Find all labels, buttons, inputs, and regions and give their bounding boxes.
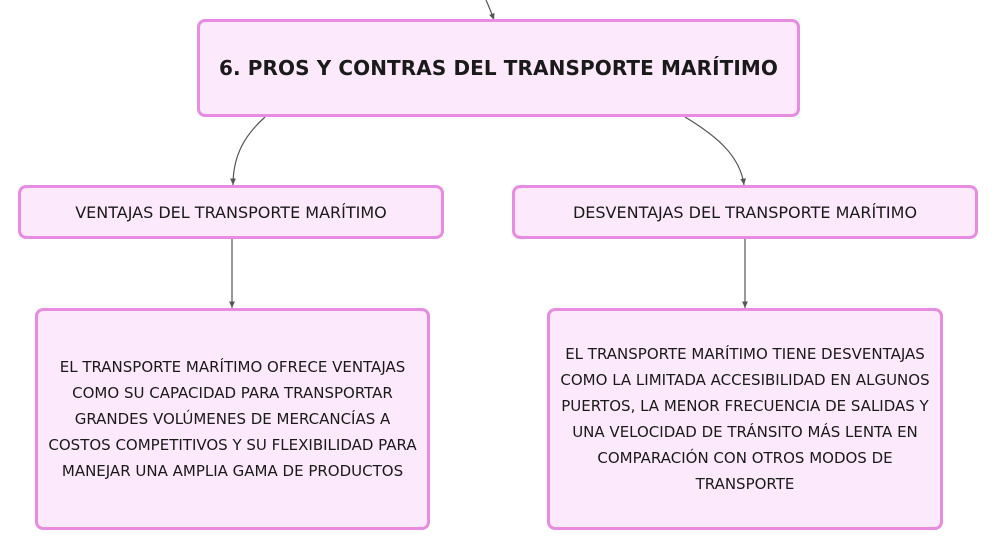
- desventajas-label: DESVENTAJAS DEL TRANSPORTE MARÍTIMO: [572, 202, 918, 222]
- connector-from-parent: [485, 0, 495, 21]
- ventajas-label: VENTAJAS DEL TRANSPORTE MARÍTIMO: [75, 202, 387, 222]
- connector-root-to-desventajas: [684, 116, 746, 186]
- desventajas-node[interactable]: DESVENTAJAS DEL TRANSPORTE MARÍTIMO: [512, 185, 978, 239]
- ventajas-detail-text: EL TRANSPORTE MARÍTIMO OFRECE VENTAJAS C…: [48, 358, 417, 480]
- root-topic-node[interactable]: 6. PROS Y CONTRAS DEL TRANSPORTE MARÍTIM…: [197, 19, 800, 117]
- root-topic-title: 6. PROS Y CONTRAS DEL TRANSPORTE MARÍTIM…: [218, 56, 779, 80]
- ventajas-detail-node[interactable]: EL TRANSPORTE MARÍTIMO OFRECE VENTAJAS C…: [35, 308, 430, 530]
- desventajas-detail-node[interactable]: EL TRANSPORTE MARÍTIMO TIENE DESVENTAJAS…: [547, 308, 943, 530]
- desventajas-detail-text: EL TRANSPORTE MARÍTIMO TIENE DESVENTAJAS…: [560, 345, 930, 493]
- connector-root-to-ventajas: [230, 116, 266, 186]
- ventajas-node[interactable]: VENTAJAS DEL TRANSPORTE MARÍTIMO: [18, 185, 444, 239]
